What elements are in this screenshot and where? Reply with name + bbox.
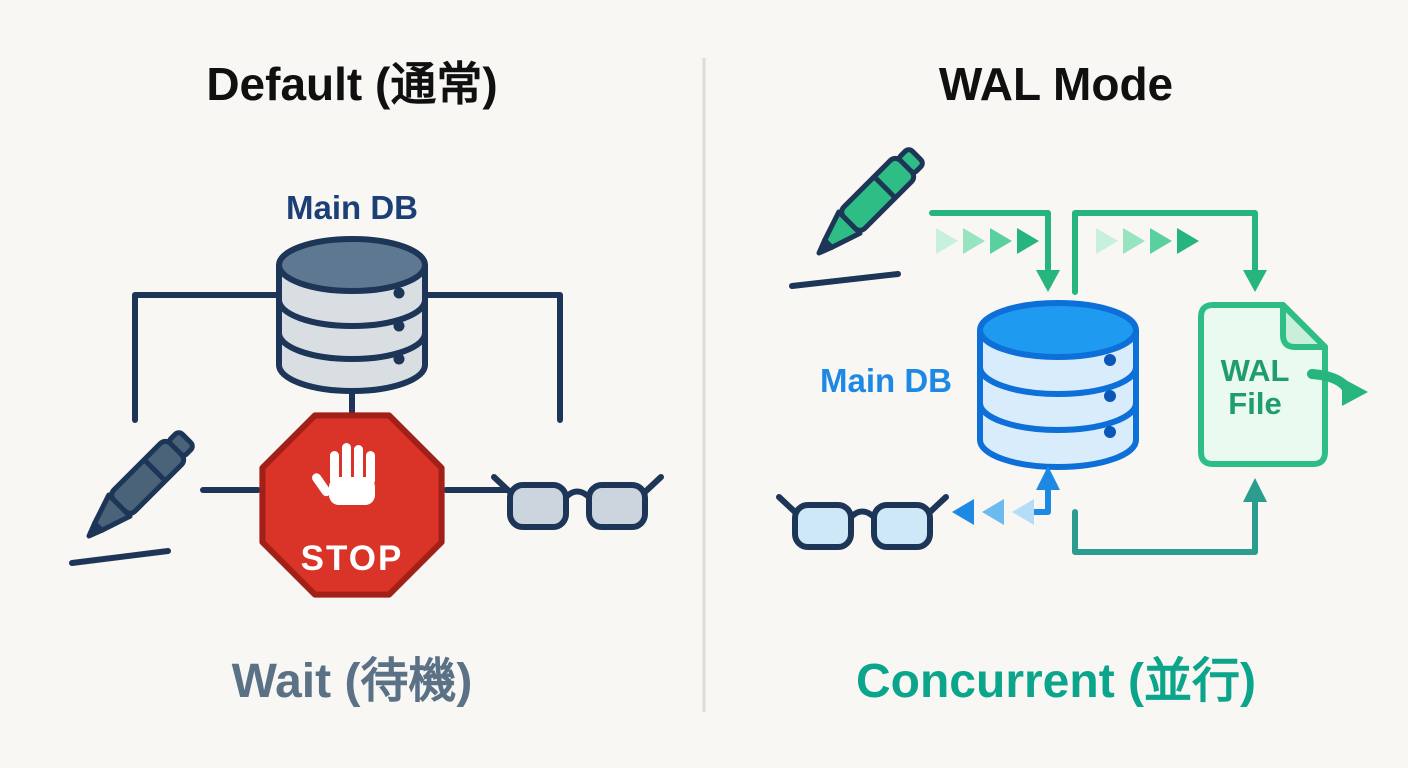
db-dot [393,287,405,299]
db-dot [1104,426,1116,438]
wal-file-label-line1: WAL [1221,353,1290,388]
main-db-icon-left [276,236,428,394]
right-panel-title: WAL Mode [939,58,1173,110]
arrowhead-down-db [1036,270,1060,292]
db-top [276,236,428,294]
glasses-arm-left [491,474,513,495]
checkpoint-line [1072,497,1258,555]
read-flow-triangles [952,499,1034,525]
flow-triangle [982,499,1004,525]
glasses-lens-right [586,482,648,530]
write-arrows [929,210,1267,295]
connector-right [422,292,563,423]
main-db-label-right: Main DB [820,362,952,399]
wal-file-label-line2: File [1228,386,1281,421]
db-body [977,330,1139,470]
pen-nib [86,520,105,539]
glasses-lens-left [792,502,854,550]
pen-clip-line [872,174,898,200]
left-panel: Default (通常) Main DB [69,58,664,708]
glasses-lens-right [871,502,933,550]
glasses-arm-right [927,494,949,515]
wal-file-icon: WAL File [1198,302,1368,467]
arrowhead-down-wal [1243,270,1267,292]
pen-underline [789,271,901,289]
flow-triangle [963,228,985,254]
pen-icon-right [789,147,925,289]
main-db-icon-right [977,300,1139,470]
wait-status-label: Wait (待機) [232,655,473,708]
flow-triangle [1012,499,1034,525]
flow-triangle [1017,228,1039,254]
db-band-line-1 [977,366,1139,397]
read-line-db [1027,485,1051,515]
file-fold-corner [1280,302,1328,350]
flow-triangle [952,499,974,525]
glasses-bridge [563,488,592,500]
stop-sign: STOP [259,412,445,598]
connector-left [132,292,282,423]
pen-icon-left [69,430,195,566]
flow-triangle [936,228,958,254]
db-dot [393,320,405,332]
flow-triangle [1150,228,1172,254]
hand-finger [342,443,351,485]
flow-triangle [990,228,1012,254]
db-band-line-1 [276,299,428,329]
arrowhead-up-wal [1243,478,1267,502]
hand-icon [312,443,375,505]
hand-finger [330,451,339,485]
wal-out-arrow [1307,369,1368,406]
db-band-line-2 [977,402,1139,433]
flow-triangle [1096,228,1118,254]
write-flow-triangles-2 [1096,228,1199,254]
flow-triangle [1177,228,1199,254]
write-flow-triangles-1 [936,228,1039,254]
glasses-arm-right [642,474,664,495]
db-dot [393,353,405,365]
concurrent-status-label: Concurrent (並行) [856,655,1256,708]
write-arrow-to-wal-line [1072,210,1258,295]
db-band-line-2 [276,332,428,362]
hand-palm [329,477,375,505]
glasses-icon-left [491,474,664,530]
checkpoint-arrow [1072,478,1267,555]
glasses-bridge [848,508,877,520]
hand-finger [366,451,375,485]
pen-nib [816,237,835,256]
wal-out-arrowhead [1342,378,1368,406]
hand-finger [354,445,363,485]
main-db-label-left: Main DB [286,189,418,226]
pen-underline [69,548,171,566]
glasses-arm-left [776,494,798,515]
db-dot [1104,390,1116,402]
db-dot [1104,354,1116,366]
read-arrows [952,466,1060,525]
pen-clip-line [142,457,168,483]
connector-lines-left [132,292,563,493]
flow-triangle [1123,228,1145,254]
stop-label: STOP [301,539,404,578]
db-top [977,300,1139,360]
right-panel: WAL Mode [776,58,1368,708]
glasses-lens-left [507,482,569,530]
write-arrow-to-db-line [929,210,1051,275]
arrowhead-up-db [1036,466,1060,490]
hand-thumb [312,473,331,497]
left-panel-title: Default (通常) [206,58,497,110]
glasses-icon-right [776,494,949,550]
